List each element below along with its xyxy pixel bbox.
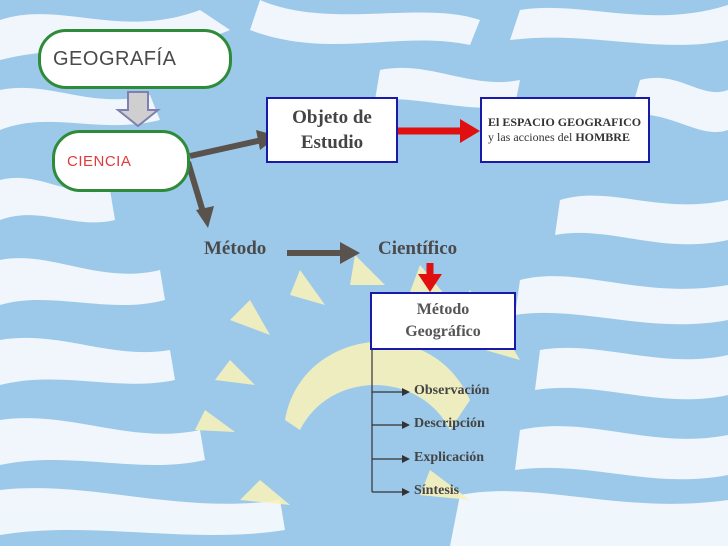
- metodo-geografico-node: Método Geográfico: [370, 292, 516, 350]
- steps-arrowheads: [402, 388, 410, 496]
- objeto-line1: Objeto de: [292, 107, 372, 128]
- espacio-geografico-node: El ESPACIO GEOGRAFICO y las acciones del…: [480, 97, 650, 163]
- metodo-geo-line1: Método: [416, 301, 470, 318]
- espacio-part3: HOMBRE: [575, 130, 630, 144]
- objeto-line2: Estudio: [300, 132, 364, 153]
- espacio-part1: El ESPACIO GEOGRAFICO: [488, 115, 642, 129]
- espacio-text: El ESPACIO GEOGRAFICO y las acciones del…: [488, 115, 642, 145]
- metodo-label: Método: [204, 238, 267, 259]
- geografia-node: GEOGRAFÍA: [38, 29, 232, 89]
- arrow-ciencia-objeto: [189, 137, 263, 159]
- espacio-part2: y las acciones del: [488, 130, 576, 144]
- arrow-ciencia-metodo: [185, 161, 206, 213]
- arrowhead-metodo-cientifico: [340, 242, 360, 264]
- step-sintesis: Síntesis: [414, 483, 460, 498]
- steps-bracket: [371, 350, 404, 493]
- arrowhead-cientifico-metodogeo: [418, 274, 442, 292]
- down-block-arrow: [115, 91, 161, 128]
- cientifico-label: Científico: [378, 238, 458, 259]
- step-observacion: Observación: [414, 383, 490, 398]
- geografia-label: GEOGRAFÍA: [53, 47, 177, 70]
- metodo-geo-line2: Geográfico: [405, 323, 481, 340]
- arrowhead-objeto-espacio: [460, 119, 480, 143]
- ciencia-node: CIENCIA: [52, 130, 190, 192]
- arrowhead-ciencia-metodo: [196, 206, 214, 228]
- ciencia-label: CIENCIA: [67, 152, 132, 170]
- step-explicacion: Explicación: [414, 450, 485, 465]
- objeto-estudio-node: Objeto de Estudio: [266, 97, 398, 163]
- step-descripcion: Descripción: [414, 416, 485, 431]
